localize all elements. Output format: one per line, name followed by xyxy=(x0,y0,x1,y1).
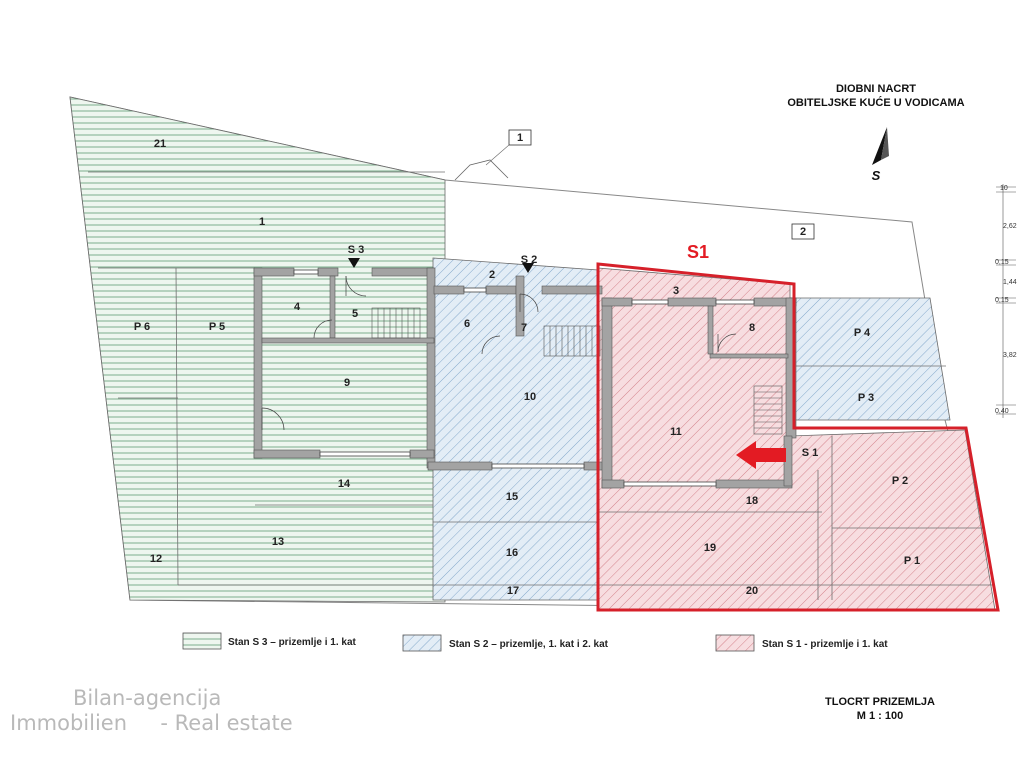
dim-0: 10 xyxy=(1000,185,1008,192)
parcel-tag-2-label: 2 xyxy=(800,226,806,238)
north-arrow-icon xyxy=(872,127,889,165)
s1-entrance-arrow xyxy=(736,441,786,469)
room-p2-label: P 2 xyxy=(892,475,908,487)
dim-1: 2,62 xyxy=(1003,223,1017,230)
room-11-label: 11 xyxy=(670,426,682,438)
legend-swatch-s2 xyxy=(402,634,442,652)
entrance-s3-label: S 3 xyxy=(348,244,365,256)
plan-title-line-2: M 1 : 100 xyxy=(857,710,903,722)
door-swings xyxy=(261,275,737,431)
dim-5: 3,82 xyxy=(1003,352,1017,359)
room-6-label: 6 xyxy=(464,318,470,330)
room-18-label: 18 xyxy=(746,495,758,507)
room-p6-label: P 6 xyxy=(134,321,150,333)
unit-s1-highlight xyxy=(596,262,1000,612)
dim-4: 0,15 xyxy=(995,297,1009,304)
legend-swatch-s1 xyxy=(715,634,755,652)
room-2-label: 2 xyxy=(489,269,495,281)
room-13-label: 13 xyxy=(272,536,284,548)
room-p4-label: P 4 xyxy=(854,327,871,339)
north-label: S xyxy=(872,168,881,183)
room-p3-label: P 3 xyxy=(858,392,874,404)
room-1-label: 1 xyxy=(259,216,265,228)
parcel-tag-1: 1 xyxy=(454,129,532,181)
legend: Stan S 3 – prizemlje i 1. kat Stan S 2 –… xyxy=(182,632,888,652)
dimension-chain xyxy=(996,184,1016,418)
room-17-label: 17 xyxy=(507,585,519,597)
room-3-label: 3 xyxy=(673,285,679,297)
entrance-s2-label: S 2 xyxy=(521,254,538,266)
room-21-label: 21 xyxy=(154,138,166,150)
room-4-label: 4 xyxy=(294,301,301,313)
legend-label-s2: Stan S 2 – prizemlje, 1. kat i 2. kat xyxy=(449,639,609,650)
room-8-label: 8 xyxy=(749,322,755,334)
parcel-tag-2: 2 xyxy=(791,223,815,240)
legend-label-s1: Stan S 1 - prizemlje i 1. kat xyxy=(762,639,888,650)
legend-label-s3: Stan S 3 – prizemlje i 1. kat xyxy=(228,637,357,648)
entrance-s1-label: S 1 xyxy=(802,447,819,459)
room-p5-label: P 5 xyxy=(209,321,225,333)
room-12-label: 12 xyxy=(150,553,162,565)
room-7-label: 7 xyxy=(521,322,527,334)
watermark-line-1: Bilan-agencija xyxy=(73,686,222,710)
dim-6: 0,40 xyxy=(995,408,1009,415)
stairs xyxy=(371,307,783,435)
dim-3: 1,44 xyxy=(1003,279,1017,286)
room-19-label: 19 xyxy=(704,542,716,554)
room-p1-label: P 1 xyxy=(904,555,920,567)
room-labels: 21 1 P 6 P 5 4 5 9 14 13 12 2 6 7 10 15 … xyxy=(134,138,920,597)
entrance-marker-s3 xyxy=(348,258,360,268)
parcel-tag-1-label: 1 xyxy=(517,132,523,144)
title-line-2: OBITELJSKE KUĆE U VODICAMA xyxy=(787,96,964,109)
windows xyxy=(293,269,755,487)
entrance-marker-s2 xyxy=(522,263,534,273)
title-line-1: DIOBNI NACRT xyxy=(836,83,916,95)
plan-title-line-1: TLOCRT PRIZEMLJA xyxy=(825,696,935,708)
watermark-line-2: Immobilien - Real estate xyxy=(10,711,293,735)
room-10-label: 10 xyxy=(524,391,536,403)
room-20-label: 20 xyxy=(746,585,758,597)
room-15-label: 15 xyxy=(506,491,518,503)
room-5-label: 5 xyxy=(352,308,358,320)
plot-division-lines xyxy=(88,171,995,600)
unit-s1-label: S1 xyxy=(687,242,709,262)
room-16-label: 16 xyxy=(506,547,518,559)
room-14-label: 14 xyxy=(338,478,351,490)
legend-swatch-s3 xyxy=(182,632,222,650)
dim-2: 0,15 xyxy=(995,259,1009,266)
room-9-label: 9 xyxy=(344,377,350,389)
